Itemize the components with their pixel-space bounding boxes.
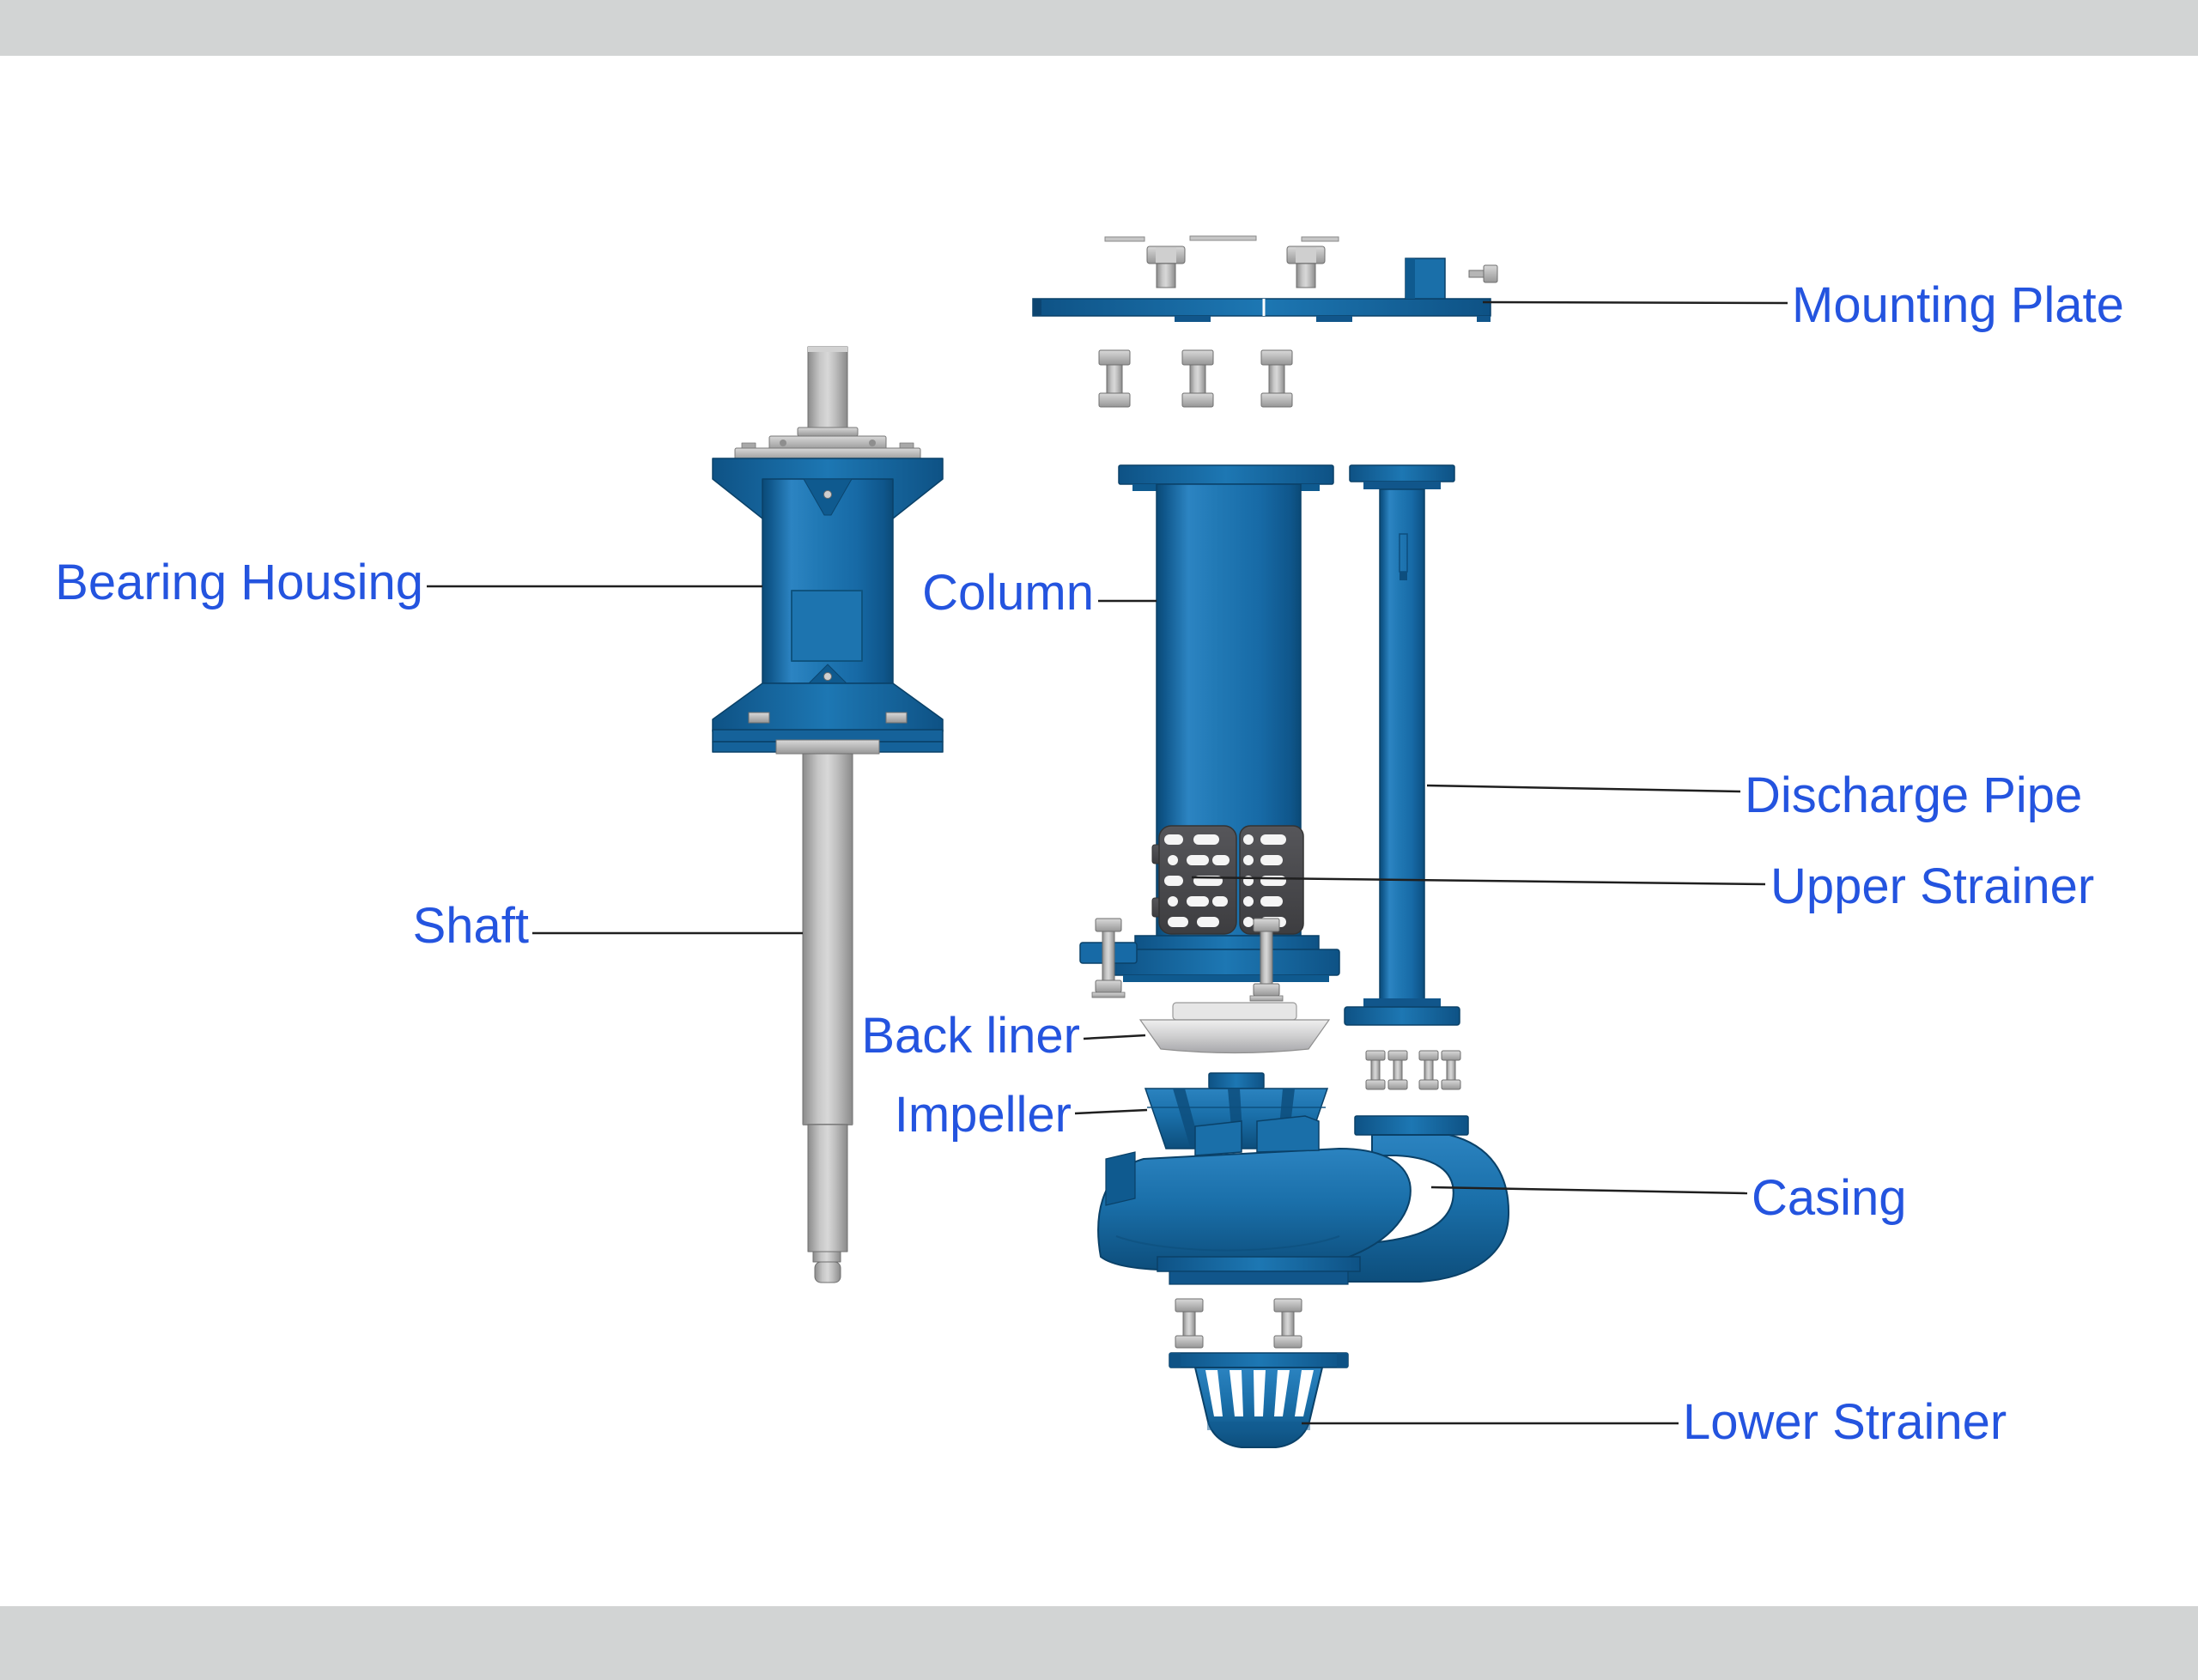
leader-lines (427, 300, 1788, 1425)
part-labels: Mounting Plate Bearing Housing Column Sh… (55, 277, 2124, 1450)
leader-mounting-plate (1482, 300, 1788, 305)
casing-bolts (1175, 1298, 1302, 1349)
column-bottom-flange (1079, 918, 1340, 1002)
bearing-housing-panel (791, 590, 863, 662)
label-column: Column (922, 565, 1094, 621)
leader-casing (1430, 1186, 1748, 1195)
label-shaft: Shaft (413, 898, 529, 954)
label-back-liner: Back liner (861, 1008, 1080, 1064)
back-liner-part (1138, 1002, 1331, 1054)
label-bearing-housing: Bearing Housing (55, 555, 423, 610)
casing-part (1097, 1115, 1510, 1285)
pipe-studs (1365, 1050, 1461, 1090)
shaft-part (802, 753, 853, 1283)
leader-back-liner (1083, 1034, 1146, 1040)
column-assembly (1079, 464, 1340, 1002)
plate-bolt (1286, 246, 1326, 288)
plate-bolt (1146, 246, 1186, 288)
label-mounting-plate: Mounting Plate (1792, 277, 2124, 333)
leader-impeller (1074, 1108, 1148, 1115)
leader-upper-strainer (1191, 876, 1766, 886)
bottom-gray-bar (0, 1606, 2198, 1680)
label-casing: Casing (1752, 1170, 1907, 1226)
label-upper-strainer: Upper Strainer (1770, 858, 2094, 914)
shaft-stub (807, 346, 848, 430)
bearing-housing-bottom-flange (712, 682, 944, 732)
column-top-flange (1118, 464, 1334, 485)
label-discharge-pipe: Discharge Pipe (1745, 767, 2082, 823)
lower-strainer-part (1169, 1352, 1349, 1448)
mounting-plate-part (1032, 258, 1491, 322)
label-lower-strainer: Lower Strainer (1683, 1394, 2007, 1450)
top-gray-bar (0, 0, 2198, 56)
leader-discharge-pipe (1426, 784, 1741, 793)
mounting-plate-assembly (1032, 235, 1498, 408)
label-impeller: Impeller (895, 1087, 1072, 1143)
coupling-discs (734, 427, 921, 461)
side-bolt (1468, 264, 1498, 283)
discharge-pipe-part (1344, 464, 1461, 1090)
plate-studs (1098, 349, 1293, 408)
bearing-housing-assembly (712, 346, 944, 1283)
upper-strainer-part (1151, 825, 1304, 935)
